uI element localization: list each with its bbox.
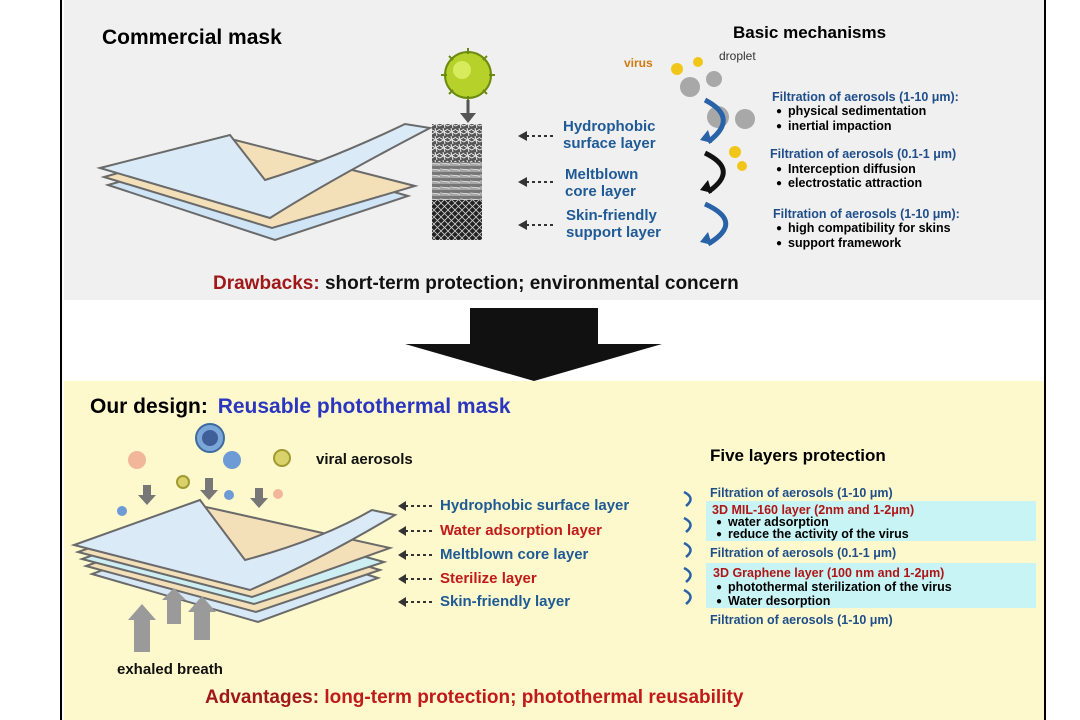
viral-aerosols-label: viral aerosols: [316, 451, 413, 468]
viral-aerosol-icons: [117, 423, 291, 516]
commercial-mask-illustration: [96, 122, 434, 242]
exhaled-breath-label: exhaled breath: [117, 661, 223, 678]
mil160-bullet-2: reduce the activity of the virus: [716, 527, 909, 541]
basic-mechanisms-title: Basic mechanisms: [733, 23, 887, 42]
advantages-text: long-term protection; photothermal reusa…: [324, 687, 744, 708]
bottom-layer-4: Sterilize layer: [440, 570, 537, 587]
graphene-heading: 3D Graphene layer (100 nm and 1-2μm): [713, 566, 945, 580]
layer-label-skin-1: Skin-friendly: [566, 207, 657, 224]
mechanism-3-bullet-1: high compatibility for skins: [776, 221, 951, 235]
hydrophobic-micrograph: [432, 124, 482, 162]
layer-label-hydrophobic-1: Hydrophobic: [563, 118, 656, 135]
bottom-layer-1: Hydrophobic surface layer: [440, 497, 630, 514]
bottom-layer-2: Water adsorption layer: [440, 522, 602, 539]
mechanism-1-bullet-1: physical sedimentation: [776, 104, 926, 118]
layer-label-meltblown-1: Meltblown: [565, 166, 639, 183]
droplet-icons: [671, 57, 755, 171]
our-design-main: Reusable photothermal mask: [217, 395, 511, 418]
skin-friendly-micrograph: [432, 200, 482, 240]
filtration-2: Filtration of aerosols (0.1-1 μm): [710, 546, 897, 560]
exhaled-breath-arrows: [128, 588, 216, 652]
mechanism-2-bullet-1: Interception diffusion: [776, 162, 916, 176]
layer-label-meltblown-2: core layer: [565, 183, 636, 200]
filtration-1: Filtration of aerosols (1-10 μm): [710, 486, 893, 500]
mechanism-3-heading: Filtration of aerosols (1-10 μm):: [773, 207, 960, 221]
advantages-label: Advantages:: [205, 687, 320, 708]
reusable-mask-illustration: [70, 498, 398, 624]
advantages-line: Advantages: long-term protection; photot…: [205, 687, 743, 709]
virus-icon: [441, 48, 495, 102]
five-layers-title: Five layers protection: [710, 446, 886, 465]
filtration-3: Filtration of aerosols (1-10 μm): [710, 613, 893, 627]
mechanism-3-bullet-2: support framework: [776, 236, 901, 250]
layer-label-skin-2: support layer: [566, 224, 662, 241]
commercial-mask-title: Commercial mask: [102, 26, 282, 49]
mechanism-2-heading: Filtration of aerosols (0.1-1 μm): [770, 147, 957, 161]
mil160-heading: 3D MIL-160 layer (2nm and 1-2μm): [712, 503, 915, 517]
layer-label-hydrophobic-2: surface layer: [563, 135, 656, 152]
bottom-layer-3: Meltblown core layer: [440, 546, 589, 563]
our-design-title: Our design: Reusable photothermal mask: [90, 395, 511, 419]
drawbacks-label: Drawbacks:: [213, 273, 320, 294]
meltblown-micrograph: [432, 162, 482, 200]
graphene-bullet-1: photothermal sterilization of the virus: [716, 580, 952, 594]
mechanism-1-heading: Filtration of aerosols (1-10 μm):: [772, 90, 959, 104]
bottom-layer-5: Skin-friendly layer: [440, 593, 571, 610]
our-design-prefix: Our design:: [90, 395, 208, 418]
graphene-bullet-2: Water desorption: [716, 594, 830, 608]
transition-arrow: [405, 308, 662, 381]
figure-frame: [60, 0, 1046, 720]
droplet-label: droplet: [719, 49, 756, 63]
mechanism-1-bullet-2: inertial impaction: [776, 119, 892, 133]
drawbacks-line: Drawbacks: short-term protection; enviro…: [213, 273, 739, 295]
drawbacks-text: short-term protection; environmental con…: [324, 273, 739, 294]
mil160-bullet-1: water adsorption: [716, 515, 829, 529]
virus-label: virus: [624, 56, 653, 70]
mechanism-2-bullet-2: electrostatic attraction: [776, 176, 922, 190]
